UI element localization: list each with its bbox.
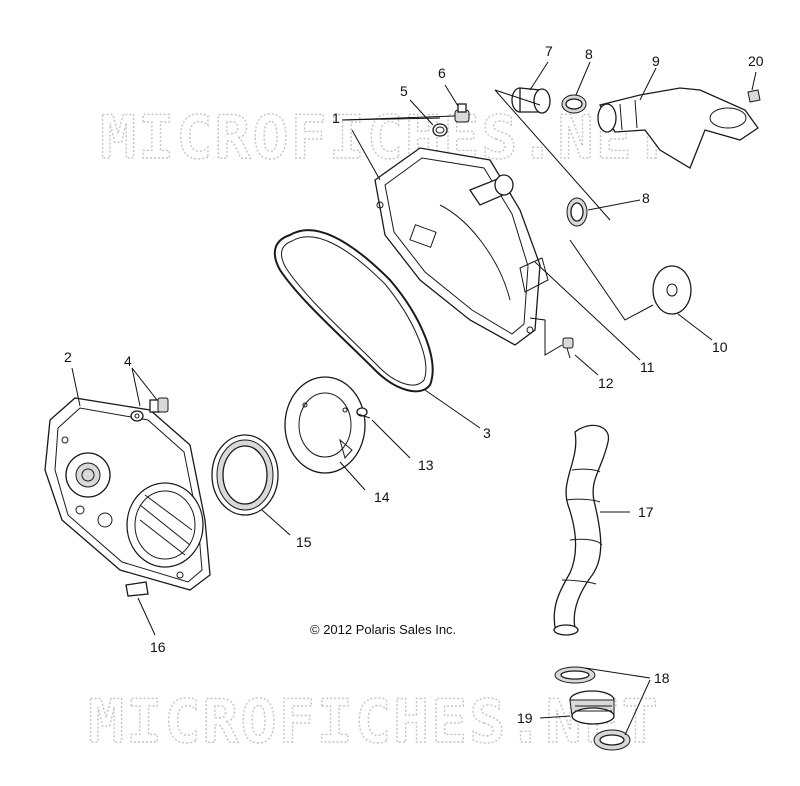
callout-12: 12 <box>598 375 614 391</box>
o-ring <box>432 123 448 137</box>
callout-5: 5 <box>400 83 408 99</box>
hose-clamp-upper <box>561 94 587 114</box>
outer-clutch-cover <box>374 147 549 346</box>
seal-ring <box>211 434 279 516</box>
callout-11: 11 <box>640 359 655 375</box>
hose-clamp-lower <box>566 197 588 227</box>
callout-8-lower: 8 <box>642 190 650 206</box>
outlet-duct-hose <box>553 424 609 636</box>
bolt-and-washer <box>130 397 169 422</box>
callout-4: 4 <box>124 353 132 369</box>
cover-bolt <box>562 337 574 359</box>
callout-14: 14 <box>374 489 390 505</box>
duct-sleeve <box>511 87 551 114</box>
callout-19: 19 <box>517 710 533 726</box>
inner-clutch-cover <box>44 397 211 591</box>
callout-1: 1 <box>332 110 340 126</box>
watermark-top: MICROFICHES.NET <box>100 103 672 173</box>
intake-duct <box>597 87 759 169</box>
drive-belt-inner <box>280 236 427 386</box>
gasket-disc <box>652 265 692 315</box>
callout-3: 3 <box>483 425 491 441</box>
small-screw <box>356 407 371 419</box>
hose-clamp-18a <box>554 666 596 684</box>
cover-plate <box>284 376 366 474</box>
callout-16: 16 <box>150 639 166 655</box>
hose-clamp-18b <box>593 729 631 751</box>
callout-13: 13 <box>418 457 434 473</box>
watermark-bottom: MICROFICHES.NET <box>88 687 660 757</box>
callout-10: 10 <box>712 339 728 355</box>
leader-lines <box>71 61 757 736</box>
coupler <box>569 690 615 725</box>
callout-17: 17 <box>638 504 654 520</box>
copyright-notice: © 2012 Polaris Sales Inc. <box>310 622 456 637</box>
callout-18: 18 <box>654 670 670 686</box>
callout-20: 20 <box>748 53 764 69</box>
drive-belt <box>273 229 434 393</box>
callout-9: 9 <box>652 53 660 69</box>
callouts: 1 2 3 4 5 6 7 8 8 9 10 11 12 13 14 15 16… <box>64 43 764 726</box>
callout-6: 6 <box>438 65 446 81</box>
callout-2: 2 <box>64 349 72 365</box>
callout-15: 15 <box>296 534 312 550</box>
callout-8-upper: 8 <box>585 46 593 62</box>
duct-clip <box>747 89 761 103</box>
callout-7: 7 <box>545 43 553 59</box>
decal-label <box>125 581 149 597</box>
